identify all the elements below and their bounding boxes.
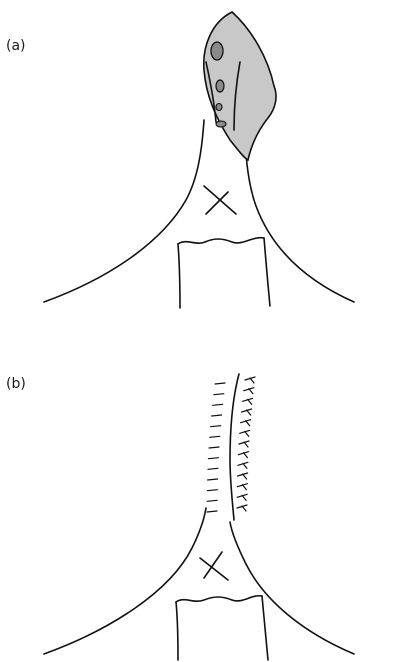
- panel-a-diagram: [0, 0, 398, 320]
- node-medium: [216, 80, 224, 92]
- neck-right-outline: [245, 138, 354, 302]
- neck-right-outline: [230, 522, 354, 654]
- suture-left-dash: [208, 468, 218, 469]
- suture-left-dash: [207, 500, 217, 501]
- suture-left-dash: [213, 404, 223, 405]
- node-small: [216, 104, 222, 111]
- sutured-incision: [230, 374, 239, 520]
- panel-b: (b): [0, 330, 398, 662]
- node-oval: [216, 121, 226, 127]
- suture-left-dash: [214, 394, 224, 395]
- suture-right-stitch: [238, 462, 248, 468]
- trunk-right-side: [264, 238, 270, 306]
- panel-a: (a): [0, 0, 398, 320]
- node-large: [211, 42, 223, 60]
- suture-right-stitch: [238, 473, 248, 479]
- chest-wavy-border: [176, 596, 262, 602]
- suture-right-stitch: [245, 377, 255, 383]
- trunk-left-side: [176, 602, 178, 660]
- chest-wavy-border: [178, 238, 264, 244]
- suture-left-dash: [207, 490, 217, 491]
- suture-right-stitch: [244, 388, 254, 394]
- suture-left-dash: [211, 426, 221, 427]
- neck-left-outline: [44, 508, 206, 654]
- suture-right-stitch: [238, 452, 248, 458]
- trunk-left-side: [178, 244, 180, 308]
- suture-left-dash: [208, 479, 218, 480]
- panel-b-diagram: [0, 330, 398, 662]
- suture-right-stitch: [243, 398, 253, 404]
- suture-left-dash: [207, 511, 217, 512]
- suture-right-stitch: [241, 420, 251, 426]
- suture-left-dash: [209, 447, 219, 448]
- suture-left-dash: [212, 415, 222, 416]
- suture-right-stitch: [242, 409, 252, 415]
- suprasternal-mark-stroke-2: [206, 192, 228, 214]
- suture-right-stitch: [240, 430, 250, 436]
- suture-right-stitch: [239, 441, 249, 447]
- suture-right-stitch: [237, 494, 247, 500]
- suture-left-dash: [210, 436, 220, 437]
- suture-right-stitch: [237, 505, 247, 511]
- trunk-right-side: [262, 596, 268, 660]
- flap-shaded-area: [204, 12, 276, 160]
- suture-left-dash: [208, 458, 218, 459]
- suture-right-stitch: [237, 484, 247, 490]
- suture-left-dash: [215, 383, 225, 384]
